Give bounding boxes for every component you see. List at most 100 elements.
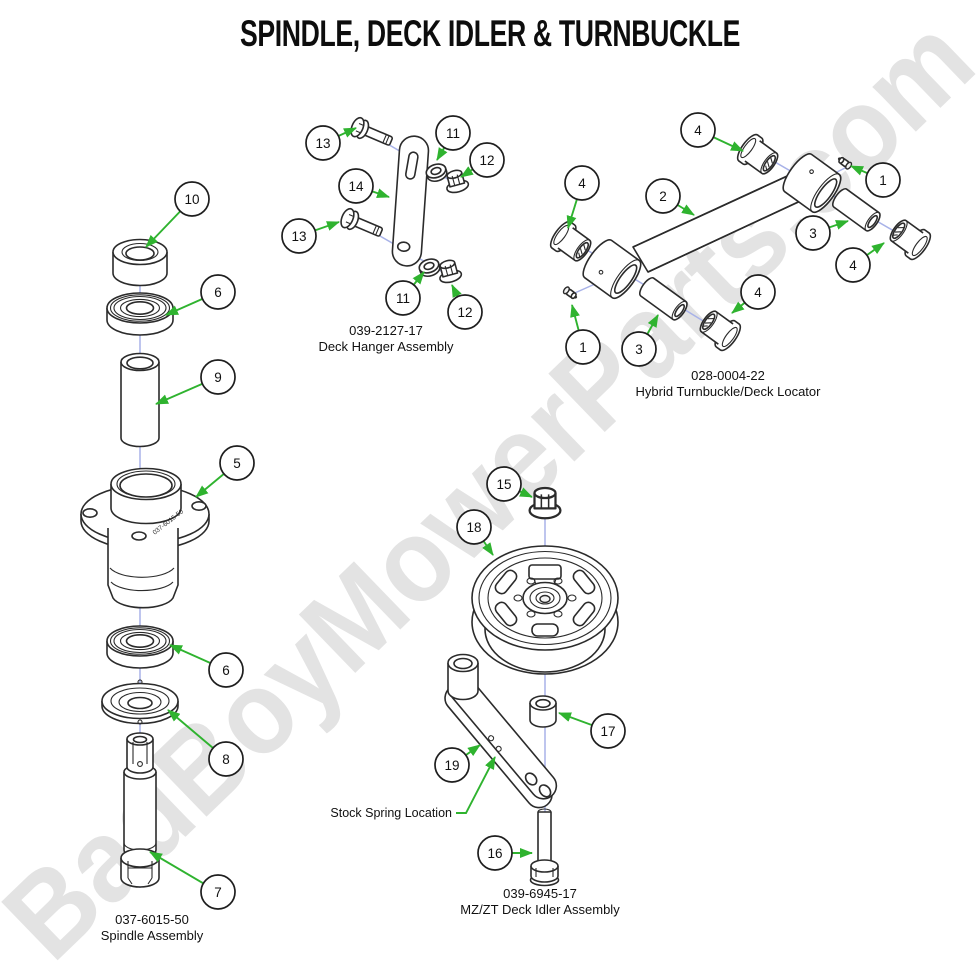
callout-2: 2 [645,178,695,216]
callout-number: 12 [457,305,472,320]
part-flange-nut [528,486,562,520]
part-number: 039-2127-17 [349,323,423,338]
callout-number: 4 [849,258,857,273]
callout-number: 17 [600,724,615,739]
part-nut-bottom [435,257,464,286]
part-bolt-top [347,115,396,152]
callout-13-bottom: 13 [281,218,340,254]
callout-number: 9 [214,370,222,385]
callout-number: 7 [214,885,222,900]
callout-number: 11 [396,291,410,306]
part-spindle-shaft [120,732,160,888]
callout-1-left: 1 [565,304,601,365]
callout-number: 3 [635,342,643,357]
callout-4-bottom: 4 [731,274,776,314]
callout-number: 13 [291,229,306,244]
callout-6-upper: 6 [165,274,236,316]
callout-11-bottom: 11 [385,271,425,316]
callout-15: 15 [486,466,533,502]
callout-5: 5 [195,445,255,498]
annotation-text: Stock Spring Location [330,806,452,820]
callout-number: 6 [214,285,222,300]
part-idler-bolt [529,808,560,887]
part-name: Deck Hanger Assembly [318,339,454,354]
stock-spring-annotation: Stock Spring Location [330,756,496,820]
callout-16: 16 [477,835,533,871]
callout-6-lower: 6 [169,644,244,688]
callout-number: 3 [809,226,817,241]
callout-18: 18 [456,509,494,556]
deck-idler-assembly: Stock Spring Location 039-6945-17 MZ/ZT … [330,486,620,917]
callout-number: 13 [315,136,330,151]
part-spacer-tube [120,352,160,448]
callout-11-top: 11 [435,115,471,161]
spindle-assembly: 037-6015-50 037-6015-50 [80,238,210,943]
callout-number: 18 [466,520,481,535]
part-spindle-housing: 037-6015-50 [80,467,210,609]
callouts-spindle: 10 6 9 5 6 8 7 [145,181,255,910]
callout-number: 5 [233,456,241,471]
assembly-label-deck-hanger: 039-2127-17 Deck Hanger Assembly [318,323,454,354]
part-bearing-upper [106,292,174,336]
callout-number: 2 [659,189,667,204]
part-idler-pulley [471,545,619,675]
callout-12-top: 12 [460,142,505,178]
part-name: Spindle Assembly [101,928,204,943]
callout-9: 9 [155,359,236,405]
part-boss-left [582,239,642,299]
page-title: SPINDLE, DECK IDLER & TURNBUCKLE [240,13,740,54]
callout-4-right: 4 [835,242,885,283]
callout-3-right: 3 [795,215,849,251]
part-arm-spacer [529,695,557,728]
part-hanger-strap [391,135,430,267]
part-bushing-right [884,214,935,264]
assembly-label-deck-idler: 039-6945-17 MZ/ZT Deck Idler Assembly [460,886,620,917]
callout-number: 8 [222,752,230,767]
callout-number: 6 [222,663,230,678]
callout-4-left: 4 [564,165,600,229]
callout-3-left: 3 [621,314,659,367]
part-dust-washer [101,679,179,725]
callout-number: 15 [496,477,511,492]
callout-number: 14 [348,179,364,194]
part-number: 039-6945-17 [503,886,577,901]
callout-7: 7 [149,851,236,910]
callouts-deck-idler: 15 18 17 19 16 [434,466,626,871]
part-number: 037-6015-50 [115,912,189,927]
callout-13-top: 13 [305,125,357,161]
part-bearing-lower [106,625,174,669]
callout-number: 1 [879,173,887,188]
callout-4-top: 4 [680,112,744,152]
part-idler-arm [444,653,558,809]
callout-number: 11 [446,126,460,141]
assembly-label-turnbuckle: 028-0004-22 Hybrid Turnbuckle/Deck Locat… [636,368,822,399]
callout-number: 19 [444,758,459,773]
deck-hanger-assembly: 039-2127-17 Deck Hanger Assembly [318,115,471,354]
part-collar [112,238,168,287]
callout-14: 14 [338,168,390,204]
callout-number: 4 [754,285,762,300]
callout-number: 4 [694,123,702,138]
callout-10: 10 [145,181,210,248]
callout-8: 8 [167,709,244,777]
callouts-deck-hanger: 13 11 12 14 13 11 12 [281,115,505,330]
callout-number: 12 [479,153,494,168]
assembly-label-spindle: 037-6015-50 Spindle Assembly [101,912,204,943]
part-grease-fitting-left [561,285,580,302]
callout-number: 10 [184,192,199,207]
part-boss-right [782,153,842,213]
part-name: Hybrid Turnbuckle/Deck Locator [636,384,822,399]
callout-number: 1 [579,340,587,355]
callout-1-right: 1 [850,162,901,198]
callout-12-bottom: 12 [447,284,483,330]
part-number: 028-0004-22 [691,368,765,383]
callout-19: 19 [434,744,481,783]
callout-number: 16 [487,846,502,861]
callout-number: 4 [578,176,586,191]
callout-17: 17 [558,712,626,749]
turnbuckle-assembly: 028-0004-22 Hybrid Turnbuckle/Deck Locat… [546,130,935,399]
callouts-turnbuckle: 4 2 1 4 3 4 4 1 3 [564,112,901,367]
part-bolt-bottom [337,206,386,243]
